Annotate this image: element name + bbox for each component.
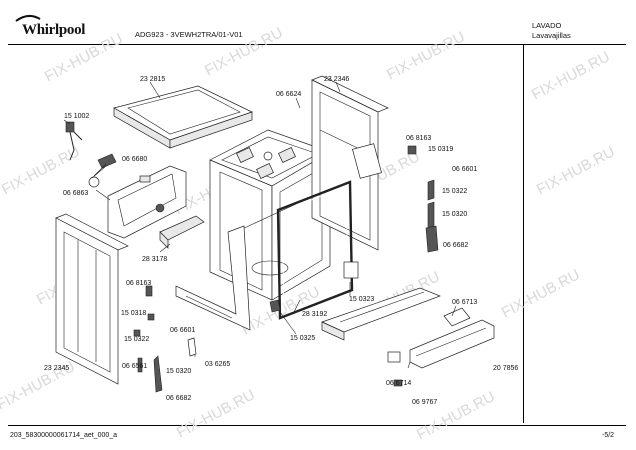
- part-label: 28 3192: [302, 311, 327, 318]
- part-label: 28 3178: [142, 256, 167, 263]
- part-hinges-right: [269, 143, 439, 313]
- page-number: -5/2: [602, 432, 615, 439]
- part-base-rail: [321, 287, 441, 341]
- part-label: 06 8163: [126, 280, 151, 287]
- diagram-frame: [8, 44, 626, 426]
- part-label: 15 1002: [64, 113, 89, 120]
- category-label: LAVADO: [532, 21, 562, 30]
- part-side-panel-right: [311, 75, 389, 251]
- whirlpool-logo: Whirlpool: [14, 14, 106, 38]
- part-labels: 23 2815 23 2346 06 6624 15 1002 06 6680 …: [44, 76, 518, 406]
- part-hinges-left: [133, 225, 251, 393]
- part-label: 15 0325: [290, 335, 315, 342]
- watermark-text: FIX-HUB.RU: [414, 388, 498, 443]
- leader-lines: [63, 81, 457, 369]
- model-number: ADG923 - 3VEWH2TRA/01-V01: [135, 30, 243, 39]
- part-label: 23 2346: [324, 76, 349, 83]
- part-label: 15 0322: [442, 188, 467, 195]
- part-label: 06 6624: [276, 91, 301, 98]
- part-label: 06 6680: [122, 156, 147, 163]
- part-label: 06 6682: [443, 242, 468, 249]
- part-kick-plate: [409, 319, 495, 369]
- watermark-text: FIX-HUB.RU: [202, 24, 286, 79]
- part-label: 03 6265: [205, 361, 230, 368]
- part-control-bracket: [107, 165, 187, 239]
- part-door-seal: [276, 180, 354, 320]
- part-label: 06 6713: [452, 299, 477, 306]
- part-label: 20 7856: [493, 365, 518, 372]
- brand-name: Whirlpool: [22, 22, 86, 38]
- part-label: 06 6714: [386, 380, 411, 387]
- part-label: 06 6601: [170, 327, 195, 334]
- watermark-text: FIX-HUB.RU: [384, 28, 468, 83]
- part-power-cable: [65, 121, 83, 161]
- part-label: 06 6863: [63, 190, 88, 197]
- watermark-text: FIX-HUB.RU: [534, 143, 618, 198]
- frame-divider: [523, 45, 524, 423]
- part-worktop: [113, 85, 253, 149]
- watermark-text: FIX-HUB.RU: [499, 266, 583, 321]
- watermark-text: FIX-HUB.RU: [529, 48, 613, 103]
- part-label: 06 9767: [412, 399, 437, 406]
- part-label: 15 0318: [121, 310, 146, 317]
- part-label: 15 0320: [442, 211, 467, 218]
- part-label: 23 2345: [44, 365, 69, 372]
- part-side-panel-left: [55, 213, 129, 385]
- part-label: 23 2815: [140, 76, 165, 83]
- part-insulation: [159, 215, 205, 249]
- part-hinge-block: [387, 307, 471, 387]
- swoosh-icon: [15, 15, 41, 22]
- document-id: 203_58300000061714_aet_000_a: [10, 432, 118, 439]
- part-label: 15 0319: [428, 146, 453, 153]
- part-label: 06 6561: [122, 363, 147, 370]
- part-inlet-valve: [88, 153, 117, 188]
- part-label: 15 0322: [124, 336, 149, 343]
- part-label: 06 8163: [406, 135, 431, 142]
- part-label: 15 0320: [166, 368, 191, 375]
- watermark-text: FIX-HUB.RU: [42, 30, 126, 85]
- part-label: 15 0323: [349, 296, 374, 303]
- subcategory-label: Lavavajillas: [532, 31, 571, 40]
- part-label: 06 6601: [452, 166, 477, 173]
- part-label: 06 6682: [166, 395, 191, 402]
